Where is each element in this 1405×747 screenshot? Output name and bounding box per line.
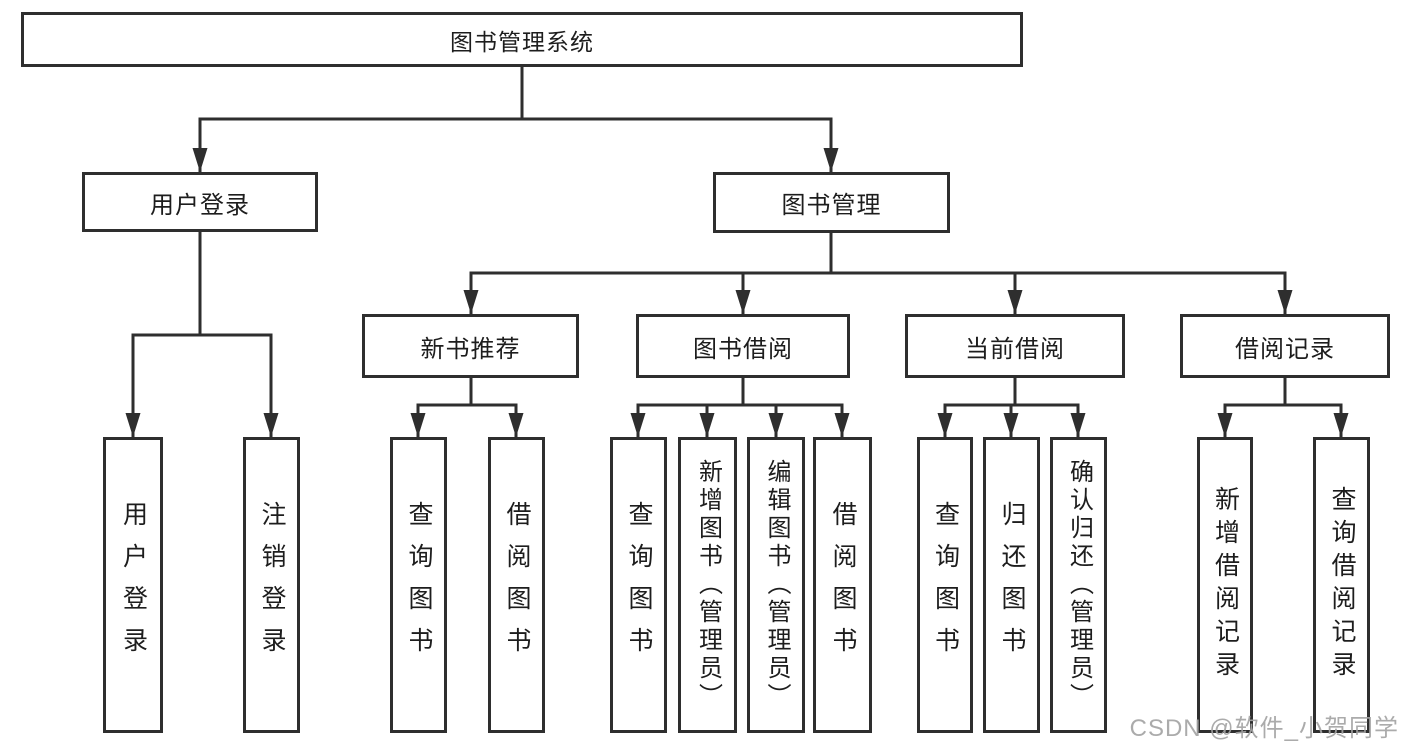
node-label: 注销登录 (258, 501, 286, 669)
csdn-watermark: CSDN @软件_小贺同学 (1129, 715, 1399, 742)
connector-new-book-group (410, 376, 524, 439)
node-book-borrowing: 图书借阅 (636, 314, 850, 378)
connector-borrow-records-group (1217, 376, 1349, 439)
node-add-borrow-record: 新增借阅记录 (1197, 437, 1253, 733)
node-label: 图书管理 (781, 192, 882, 219)
node-user-login-leaf: 用户登录 (103, 437, 163, 733)
node-return-books: 归还图书 (983, 437, 1040, 733)
node-label: 查询图书 (405, 501, 433, 669)
node-label: 新增图书（管理员） (694, 459, 722, 711)
node-new-book-recommendation: 新书推荐 (362, 314, 579, 378)
node-borrow-books-borrowing: 借阅图书 (813, 437, 872, 733)
node-label: 新增借阅记录 (1211, 486, 1240, 684)
connector-root-to-level2 (192, 65, 839, 174)
node-borrow-records: 借阅记录 (1180, 314, 1390, 378)
connector-user-login-group (125, 230, 279, 439)
connector-book-borrowing-group (630, 376, 850, 439)
node-label: 当前借阅 (965, 335, 1065, 363)
node-logout: 注销登录 (243, 437, 300, 733)
node-label: 确认归还（管理员） (1065, 459, 1093, 711)
node-label: 新书推荐 (420, 335, 521, 363)
node-label: 归还图书 (998, 501, 1026, 669)
node-label: 用户登录 (150, 191, 250, 219)
node-book-management: 图书管理 (713, 172, 950, 233)
connector-current-borrowing-group (937, 376, 1086, 439)
node-current-borrowing: 当前借阅 (905, 314, 1125, 378)
node-add-book-admin: 新增图书（管理员） (678, 437, 737, 733)
node-label: 借阅图书 (829, 501, 857, 669)
node-edit-book-admin: 编辑图书（管理员） (747, 437, 805, 733)
node-label: 借阅图书 (503, 501, 531, 669)
node-library-management-system: 图书管理系统 (21, 12, 1023, 67)
node-borrow-books-recommend: 借阅图书 (488, 437, 545, 733)
node-label: 查询图书 (625, 501, 653, 669)
node-confirm-return-admin: 确认归还（管理员） (1050, 437, 1107, 733)
node-label: 编辑图书（管理员） (763, 459, 790, 711)
node-query-books-current: 查询图书 (917, 437, 973, 733)
node-query-books-borrowing: 查询图书 (610, 437, 667, 733)
node-label: 图书借阅 (693, 335, 793, 363)
node-label: 查询图书 (931, 501, 960, 669)
node-label: 图书管理系统 (450, 28, 594, 55)
node-query-borrow-record: 查询借阅记录 (1313, 437, 1370, 733)
node-label: 借阅记录 (1235, 335, 1335, 363)
node-label: 查询借阅记录 (1328, 486, 1356, 684)
node-label: 用户登录 (119, 501, 148, 669)
node-user-login: 用户登录 (82, 172, 318, 232)
connector-book-management-group (463, 231, 1293, 316)
node-query-books-recommend: 查询图书 (390, 437, 447, 733)
